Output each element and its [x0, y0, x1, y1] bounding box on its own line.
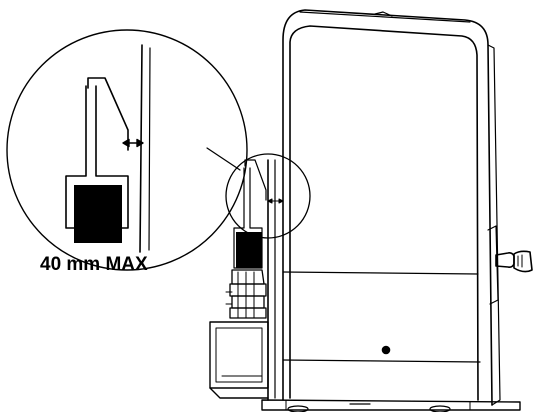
release-key: [495, 250, 533, 273]
gear-rack: [225, 269, 267, 319]
double-arrow-gap-indicator: [122, 138, 144, 148]
max-gap-label: 40 mm MAX: [40, 254, 148, 275]
rack-block: [74, 185, 122, 243]
gate-edge: [267, 159, 276, 401]
magnifier-callout: [225, 153, 311, 269]
magnified-detail-circle: [6, 29, 248, 271]
support-bracket: [209, 321, 269, 399]
screw-icon: [381, 345, 391, 355]
gate-motor-housing: [261, 9, 521, 412]
